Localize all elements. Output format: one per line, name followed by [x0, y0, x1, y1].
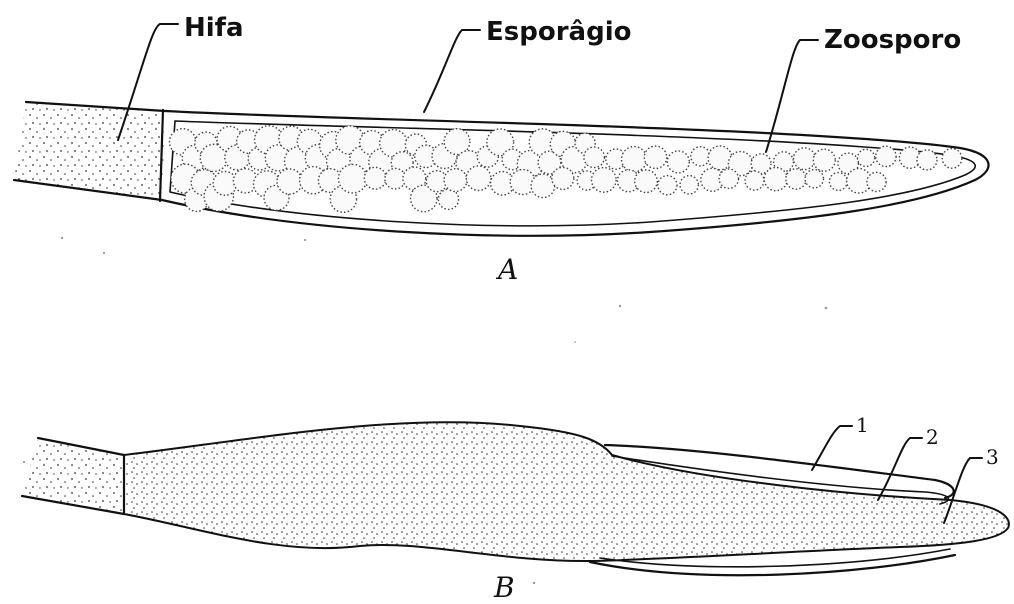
label-2: 2	[926, 425, 939, 449]
zoospore	[584, 147, 605, 168]
panel-letter-b: B	[493, 571, 515, 604]
panel-b: 1 2 3 B	[22, 413, 1009, 604]
zoospore-cluster	[170, 126, 962, 213]
zoospore	[444, 129, 470, 155]
zoospore	[867, 172, 886, 191]
zoospore	[622, 147, 647, 172]
zoospore	[667, 151, 689, 173]
zoospore	[829, 173, 847, 191]
zoospore	[691, 147, 710, 166]
zoospore	[364, 167, 386, 189]
zoospore	[592, 168, 617, 193]
zoospore	[213, 172, 237, 196]
panel-a: Hifa Esporâgio Zoosporo A	[14, 13, 989, 286]
leader-esporangio	[424, 30, 480, 112]
zoospore	[644, 146, 666, 168]
panel-letter-a: A	[495, 253, 518, 286]
hypha-b	[22, 438, 124, 514]
zoospore	[338, 164, 367, 193]
zoospore	[745, 171, 764, 190]
zoospore	[719, 169, 738, 188]
zoospore	[708, 146, 732, 170]
zoospore	[858, 149, 875, 166]
label-esporangio: Esporâgio	[486, 17, 631, 47]
zoospore	[917, 150, 937, 170]
zoospore	[813, 149, 835, 171]
zoospore	[531, 174, 555, 198]
hypha-a	[14, 102, 165, 200]
label-1: 1	[856, 413, 869, 437]
zoospore	[385, 168, 406, 189]
zoospore	[444, 169, 467, 192]
leader-1	[812, 426, 852, 470]
label-hifa: Hifa	[184, 13, 244, 43]
zoospore	[510, 170, 535, 195]
label-zoosporo: Zoosporo	[824, 25, 961, 55]
zoospore	[680, 176, 698, 194]
zoospore	[552, 167, 574, 189]
zoospore	[764, 168, 787, 191]
zoospore	[805, 170, 823, 188]
zoospore	[942, 149, 962, 169]
zoospore	[876, 146, 896, 166]
zoospore	[466, 166, 491, 191]
zoospore	[786, 169, 806, 189]
sporangium-b-body	[124, 422, 1009, 561]
zoospore	[635, 170, 658, 193]
zoospore	[794, 148, 816, 170]
zoospore	[438, 189, 458, 209]
zoospore	[277, 169, 302, 194]
label-3: 3	[986, 445, 999, 469]
zoospore	[658, 176, 677, 195]
